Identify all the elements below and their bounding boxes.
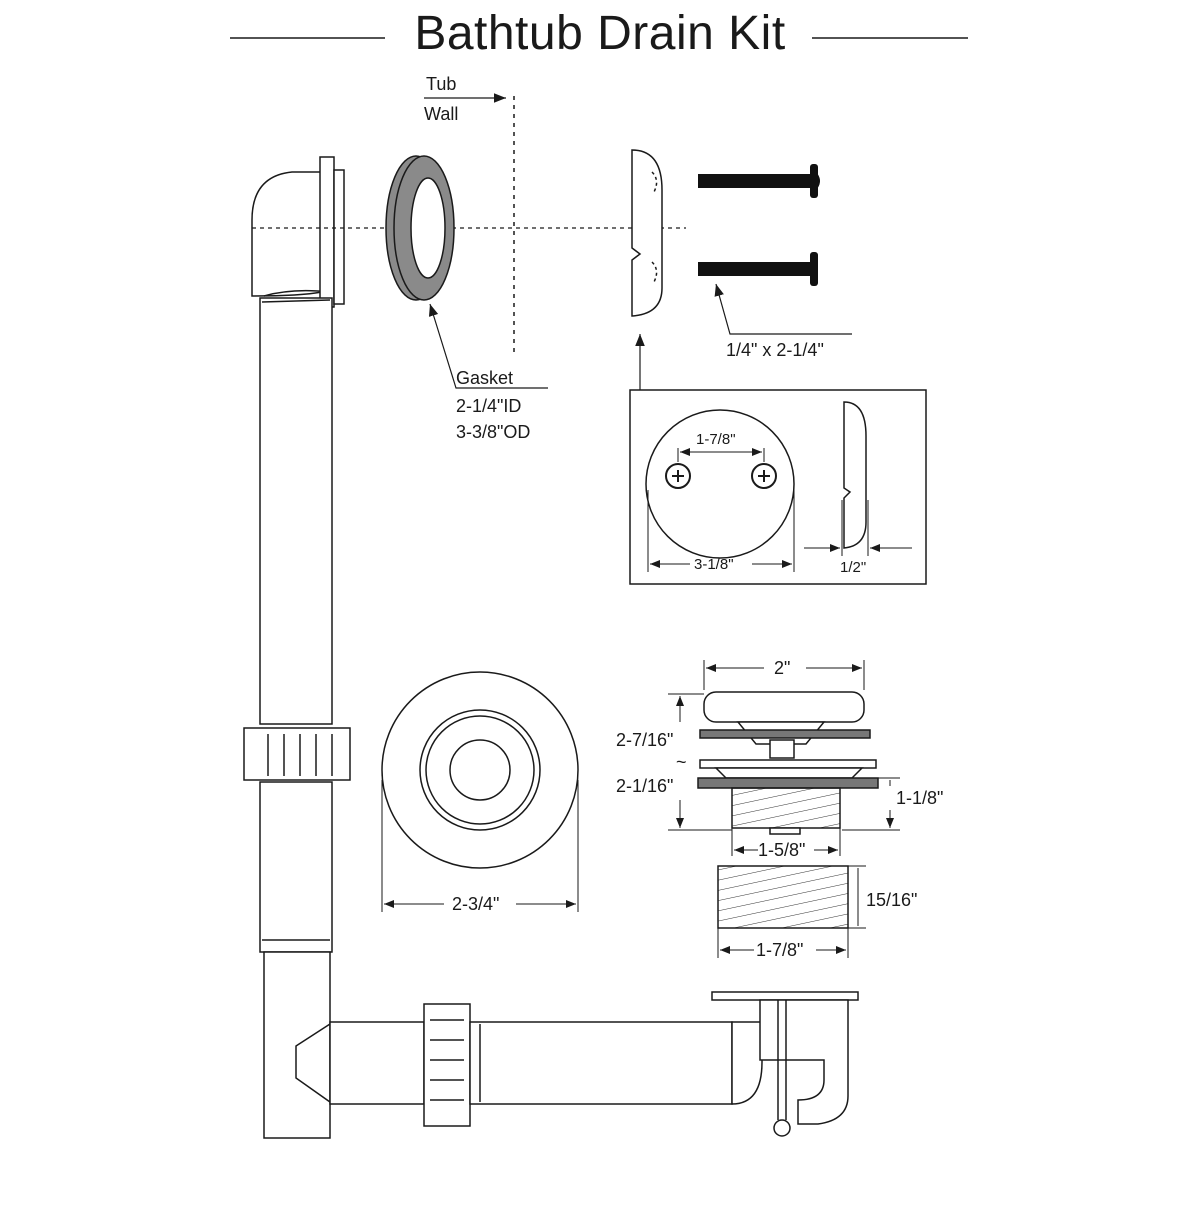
gasket-id-label: 2-1/4"ID <box>456 396 521 416</box>
faceplate-screw-right <box>751 463 777 489</box>
body-height-label: 1-1/8" <box>896 788 943 808</box>
stopper-assembly <box>697 691 879 835</box>
screw-leader <box>714 283 852 335</box>
shoe-pipe <box>469 1021 733 1105</box>
overflow-pipe-upper <box>259 297 333 725</box>
gasket <box>385 155 455 301</box>
overflow-flange-inner <box>333 169 345 305</box>
adapter-height-label: 15/16" <box>866 890 917 910</box>
body-thread-label: 1-5/8" <box>758 840 805 860</box>
faceplate-screw-left <box>665 463 691 489</box>
screw-lower <box>698 252 818 286</box>
plate-diameter-label: 3-1/8" <box>694 556 734 573</box>
drain-shoe-assembly <box>295 991 859 1137</box>
faceplate-side-detail <box>843 401 867 549</box>
overflow-pipe-lower <box>259 781 333 953</box>
stopper-height-b-label: 2-1/16" <box>616 776 673 796</box>
shoe-flange <box>711 991 859 1001</box>
tub-label: Tub <box>426 74 456 94</box>
plate-hole-spacing-label: 1-7/8" <box>696 431 736 448</box>
drain-body-flange <box>699 759 877 769</box>
overflow-elbow <box>251 171 323 297</box>
squiggle: ~ <box>676 752 687 772</box>
adapter-thread <box>717 865 849 929</box>
faceplate-front <box>645 409 795 559</box>
wall-label: Wall <box>424 104 458 124</box>
gasket-leader <box>428 303 548 389</box>
shoe-slip-nut <box>423 1003 471 1127</box>
overflow-slip-nut <box>243 727 351 781</box>
gasket-label: Gasket <box>456 368 513 388</box>
stopper-top-label: 2" <box>774 658 790 678</box>
overflow-assembly <box>243 156 351 1139</box>
overflow-flange-outer <box>319 156 335 308</box>
adapter-thread-label: 1-7/8" <box>756 940 803 960</box>
drain-flange-top <box>381 671 579 869</box>
gasket-od-label: 3-3/8"OD <box>456 422 530 442</box>
flange-diameter-label: 2-3/4" <box>452 894 499 914</box>
page-title: Bathtub Drain Kit <box>414 7 786 60</box>
screw-upper <box>698 164 820 198</box>
screw-size-label: 1/4" x 2-1/4" <box>726 340 824 360</box>
stopper-height-a-label: 2-7/16" <box>616 730 673 750</box>
drain-body-thread <box>731 787 841 829</box>
plate-thickness-label: 1/2" <box>840 559 866 576</box>
stopper-cap <box>703 691 865 723</box>
faceplate-side <box>631 149 663 317</box>
